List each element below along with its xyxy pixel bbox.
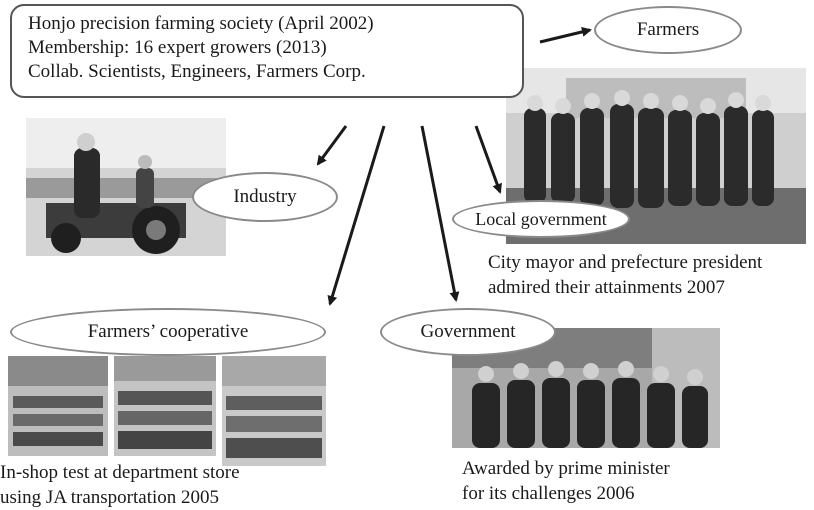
cooperative-shop-photo-2 [114,356,216,456]
node-farmers-cooperative: Farmers’ cooperative [10,308,326,356]
cooperative-shop-photo-3 [222,356,326,466]
arrow-to-farmers [539,27,592,44]
node-industry: Industry [192,172,338,222]
cooperative-shop-photo-1 [8,356,108,456]
society-line-3: Collab. Scientists, Engineers, Farmers C… [28,61,366,82]
arrow-to-government [420,125,460,302]
farmers-group-photo [506,68,806,244]
society-line-2: Membership: 16 expert growers (2013) [28,37,327,58]
caption-government-line-1: Awarded by prime minister [462,458,670,479]
caption-local-government-line-2: admired their attainments 2007 [488,277,725,298]
caption-cooperative: In-shop test at department store using J… [0,460,240,510]
caption-cooperative-line-1: In-shop test at department store [0,462,240,483]
caption-cooperative-line-2: using JA transportation 2005 [0,487,220,508]
caption-government-line-2: for its challenges 2006 [462,483,635,504]
industry-tractor-photo [26,118,226,256]
node-local-government: Local government [452,200,630,238]
society-line-1: Honjo precision farming society (April 2… [28,13,374,34]
node-government: Government [380,308,556,356]
node-farmers: Farmers [594,6,742,54]
arrow-to-local-government [474,125,502,194]
caption-local-government-line-1: City mayor and prefecture president [488,252,763,273]
arrow-to-industry [316,125,348,166]
arrow-to-cooperative [327,125,386,306]
caption-local-government: City mayor and prefecture president admi… [488,250,762,300]
society-box: Honjo precision farming society (April 2… [10,4,524,98]
caption-government: Awarded by prime minister for its challe… [462,456,670,506]
